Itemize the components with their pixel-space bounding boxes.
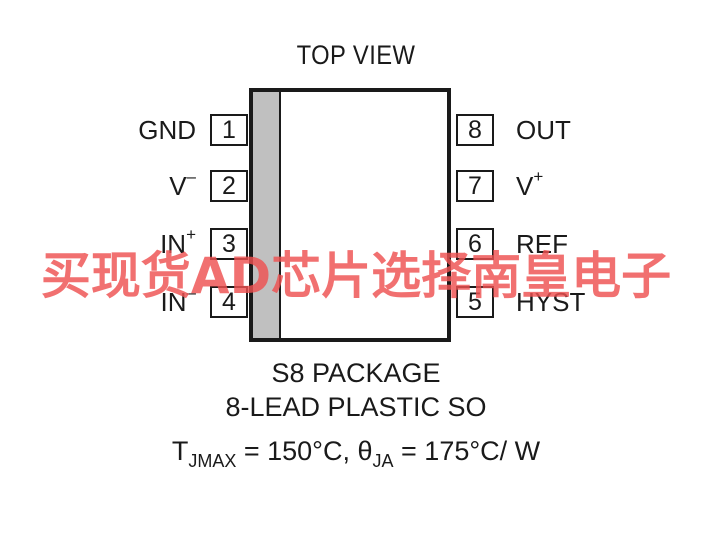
- pin1-indicator-stripe: [253, 92, 281, 338]
- pin-label-6: REF: [516, 229, 568, 259]
- pin-label-3: IN+: [160, 225, 196, 260]
- ic-package-body: [249, 88, 451, 342]
- pin-1: 1: [210, 114, 248, 146]
- package-description: 8-LEAD PLASTIC SO: [225, 392, 487, 422]
- pin-label-8: OUT: [516, 115, 571, 145]
- pin-label-2: V–: [169, 167, 196, 202]
- diagram-title: TOP VIEW: [296, 40, 416, 70]
- thermal-specs: TJMAX = 150°C, θJA = 175°C/ W: [171, 436, 541, 471]
- pin-label-4: IN–: [160, 283, 196, 318]
- package-name: S8 PACKAGE: [271, 358, 441, 388]
- pin-2: 2: [210, 170, 248, 202]
- pin-5: 5: [456, 286, 494, 318]
- pin-3: 3: [210, 228, 248, 260]
- pin-label-1: GND: [138, 115, 196, 145]
- pin-4: 4: [210, 286, 248, 318]
- pin-8: 8: [456, 114, 494, 146]
- watermark-overlay: 买现货AD芯片选择南皇电子: [40, 247, 672, 305]
- pin-label-7: V+: [516, 167, 544, 202]
- pin-label-5: HYST: [516, 287, 586, 317]
- pin-7: 7: [456, 170, 494, 202]
- pin-6: 6: [456, 228, 494, 260]
